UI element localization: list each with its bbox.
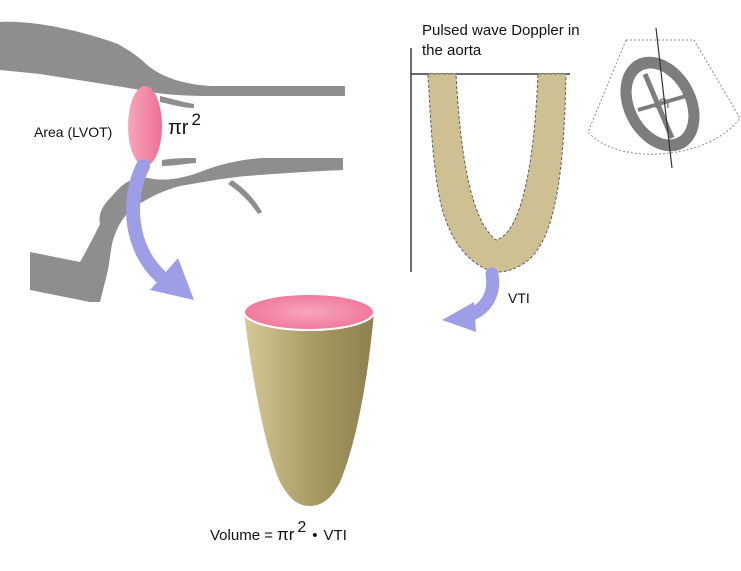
cup-body [244, 312, 374, 506]
pi-r-exponent: 2 [191, 110, 201, 129]
cup-rim [243, 293, 375, 331]
left-arrow-head [150, 258, 194, 300]
area-lvot-label: Area (LVOT) [34, 124, 113, 140]
heart-valve-detail [655, 98, 669, 125]
heart-echo-icon [587, 27, 741, 169]
volume-cup [243, 293, 375, 506]
aortic-anatomy [0, 21, 345, 302]
echo-sector-outline [587, 39, 741, 155]
lvot-area-ellipse [128, 86, 162, 166]
left-arrow-shaft [126, 159, 167, 283]
lower-aortic-wall [30, 158, 343, 302]
right-arrow-head [442, 302, 476, 332]
upper-aortic-wall [0, 21, 345, 97]
vti-label: VTI [508, 290, 530, 306]
heart-valve-line [637, 94, 687, 112]
right-arrow [442, 267, 500, 332]
formula-exponent: 2 [297, 519, 307, 536]
doppler-cursor-line [655, 27, 673, 169]
doppler-envelope [427, 73, 567, 273]
mitral-leaflet [228, 180, 262, 214]
formula-dot: • [312, 527, 318, 544]
left-arrow [126, 159, 194, 300]
doppler-trace [410, 48, 570, 273]
formula-prefix: Volume = [210, 527, 273, 544]
formula-pi-r: πr [276, 525, 295, 544]
upper-leaflet [160, 96, 194, 108]
lower-leaflet [162, 158, 196, 166]
doppler-title: Pulsed wave Doppler in the aorta [422, 21, 622, 61]
doppler-title-line1: Pulsed wave Doppler in [422, 22, 580, 39]
doppler-title-line2: the aorta [422, 42, 482, 59]
pi-r-text: πr [168, 117, 189, 139]
formula-suffix: VTI [323, 527, 347, 544]
